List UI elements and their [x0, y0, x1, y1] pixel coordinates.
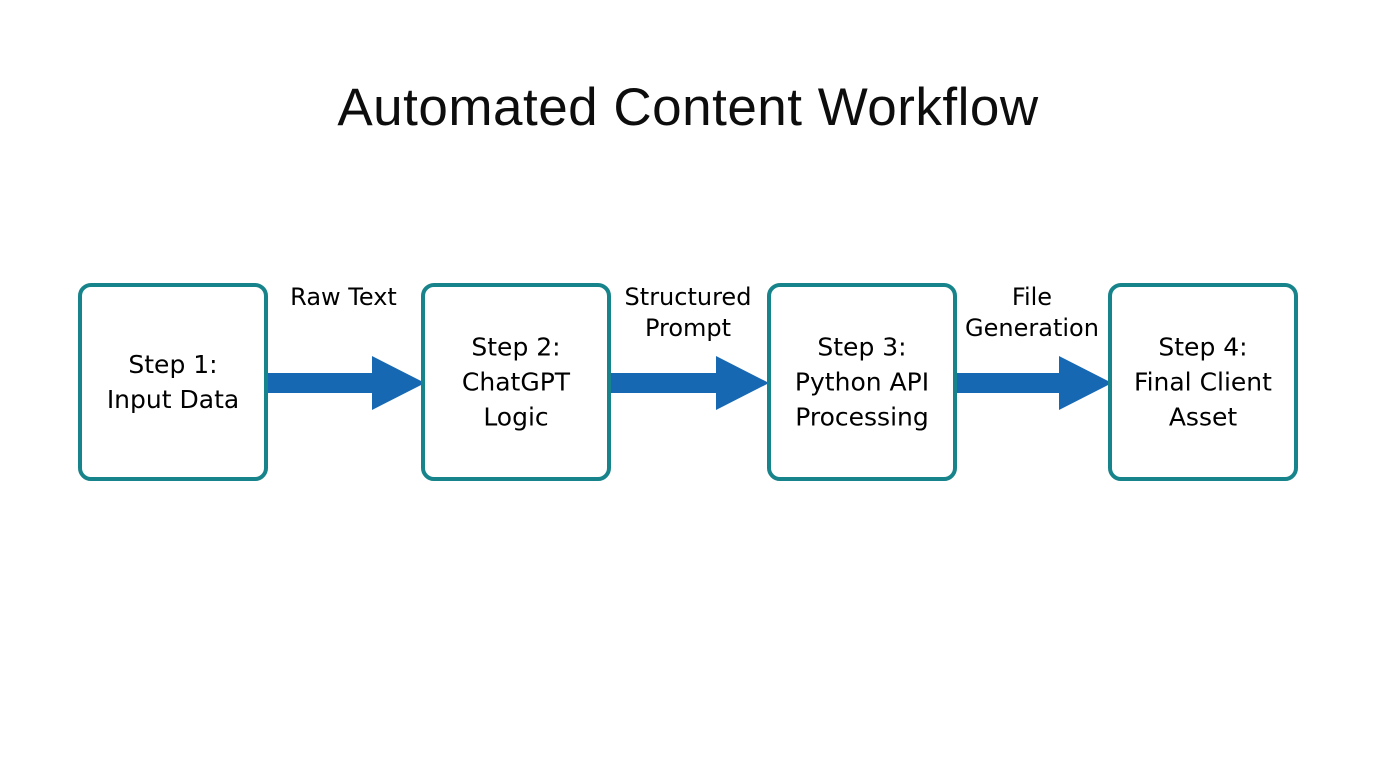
connector-label-structured-prompt: Structured Prompt	[624, 283, 752, 342]
step-box-3[interactable]: Step 3: Python API Processing	[767, 283, 957, 481]
arrow-right-icon	[952, 356, 1112, 410]
connector-step2-step3: Structured Prompt	[607, 283, 769, 481]
arrow-right-icon	[262, 356, 425, 410]
step-box-2[interactable]: Step 2: ChatGPT Logic	[421, 283, 611, 481]
step-box-4-label: Step 4: Final Client Asset	[1134, 332, 1272, 432]
arrow-right-icon	[607, 356, 769, 410]
connector-label-file-generation: File Generation	[965, 283, 1099, 342]
connector-step1-step2: Raw Text	[262, 283, 425, 481]
workflow-flow: Raw Text Structured Prompt File Generati…	[0, 283, 1376, 483]
step-box-1[interactable]: Step 1: Input Data	[78, 283, 268, 481]
page-title: Automated Content Workflow	[337, 78, 1039, 137]
step-box-2-label: Step 2: ChatGPT Logic	[461, 332, 571, 432]
step-box-1-label: Step 1: Input Data	[106, 350, 240, 414]
step-box-3-label: Step 3: Python API Processing	[794, 332, 930, 432]
connector-label-raw-text: Raw Text	[290, 283, 397, 311]
connector-step3-step4: File Generation	[952, 283, 1112, 481]
step-box-4[interactable]: Step 4: Final Client Asset	[1108, 283, 1298, 481]
